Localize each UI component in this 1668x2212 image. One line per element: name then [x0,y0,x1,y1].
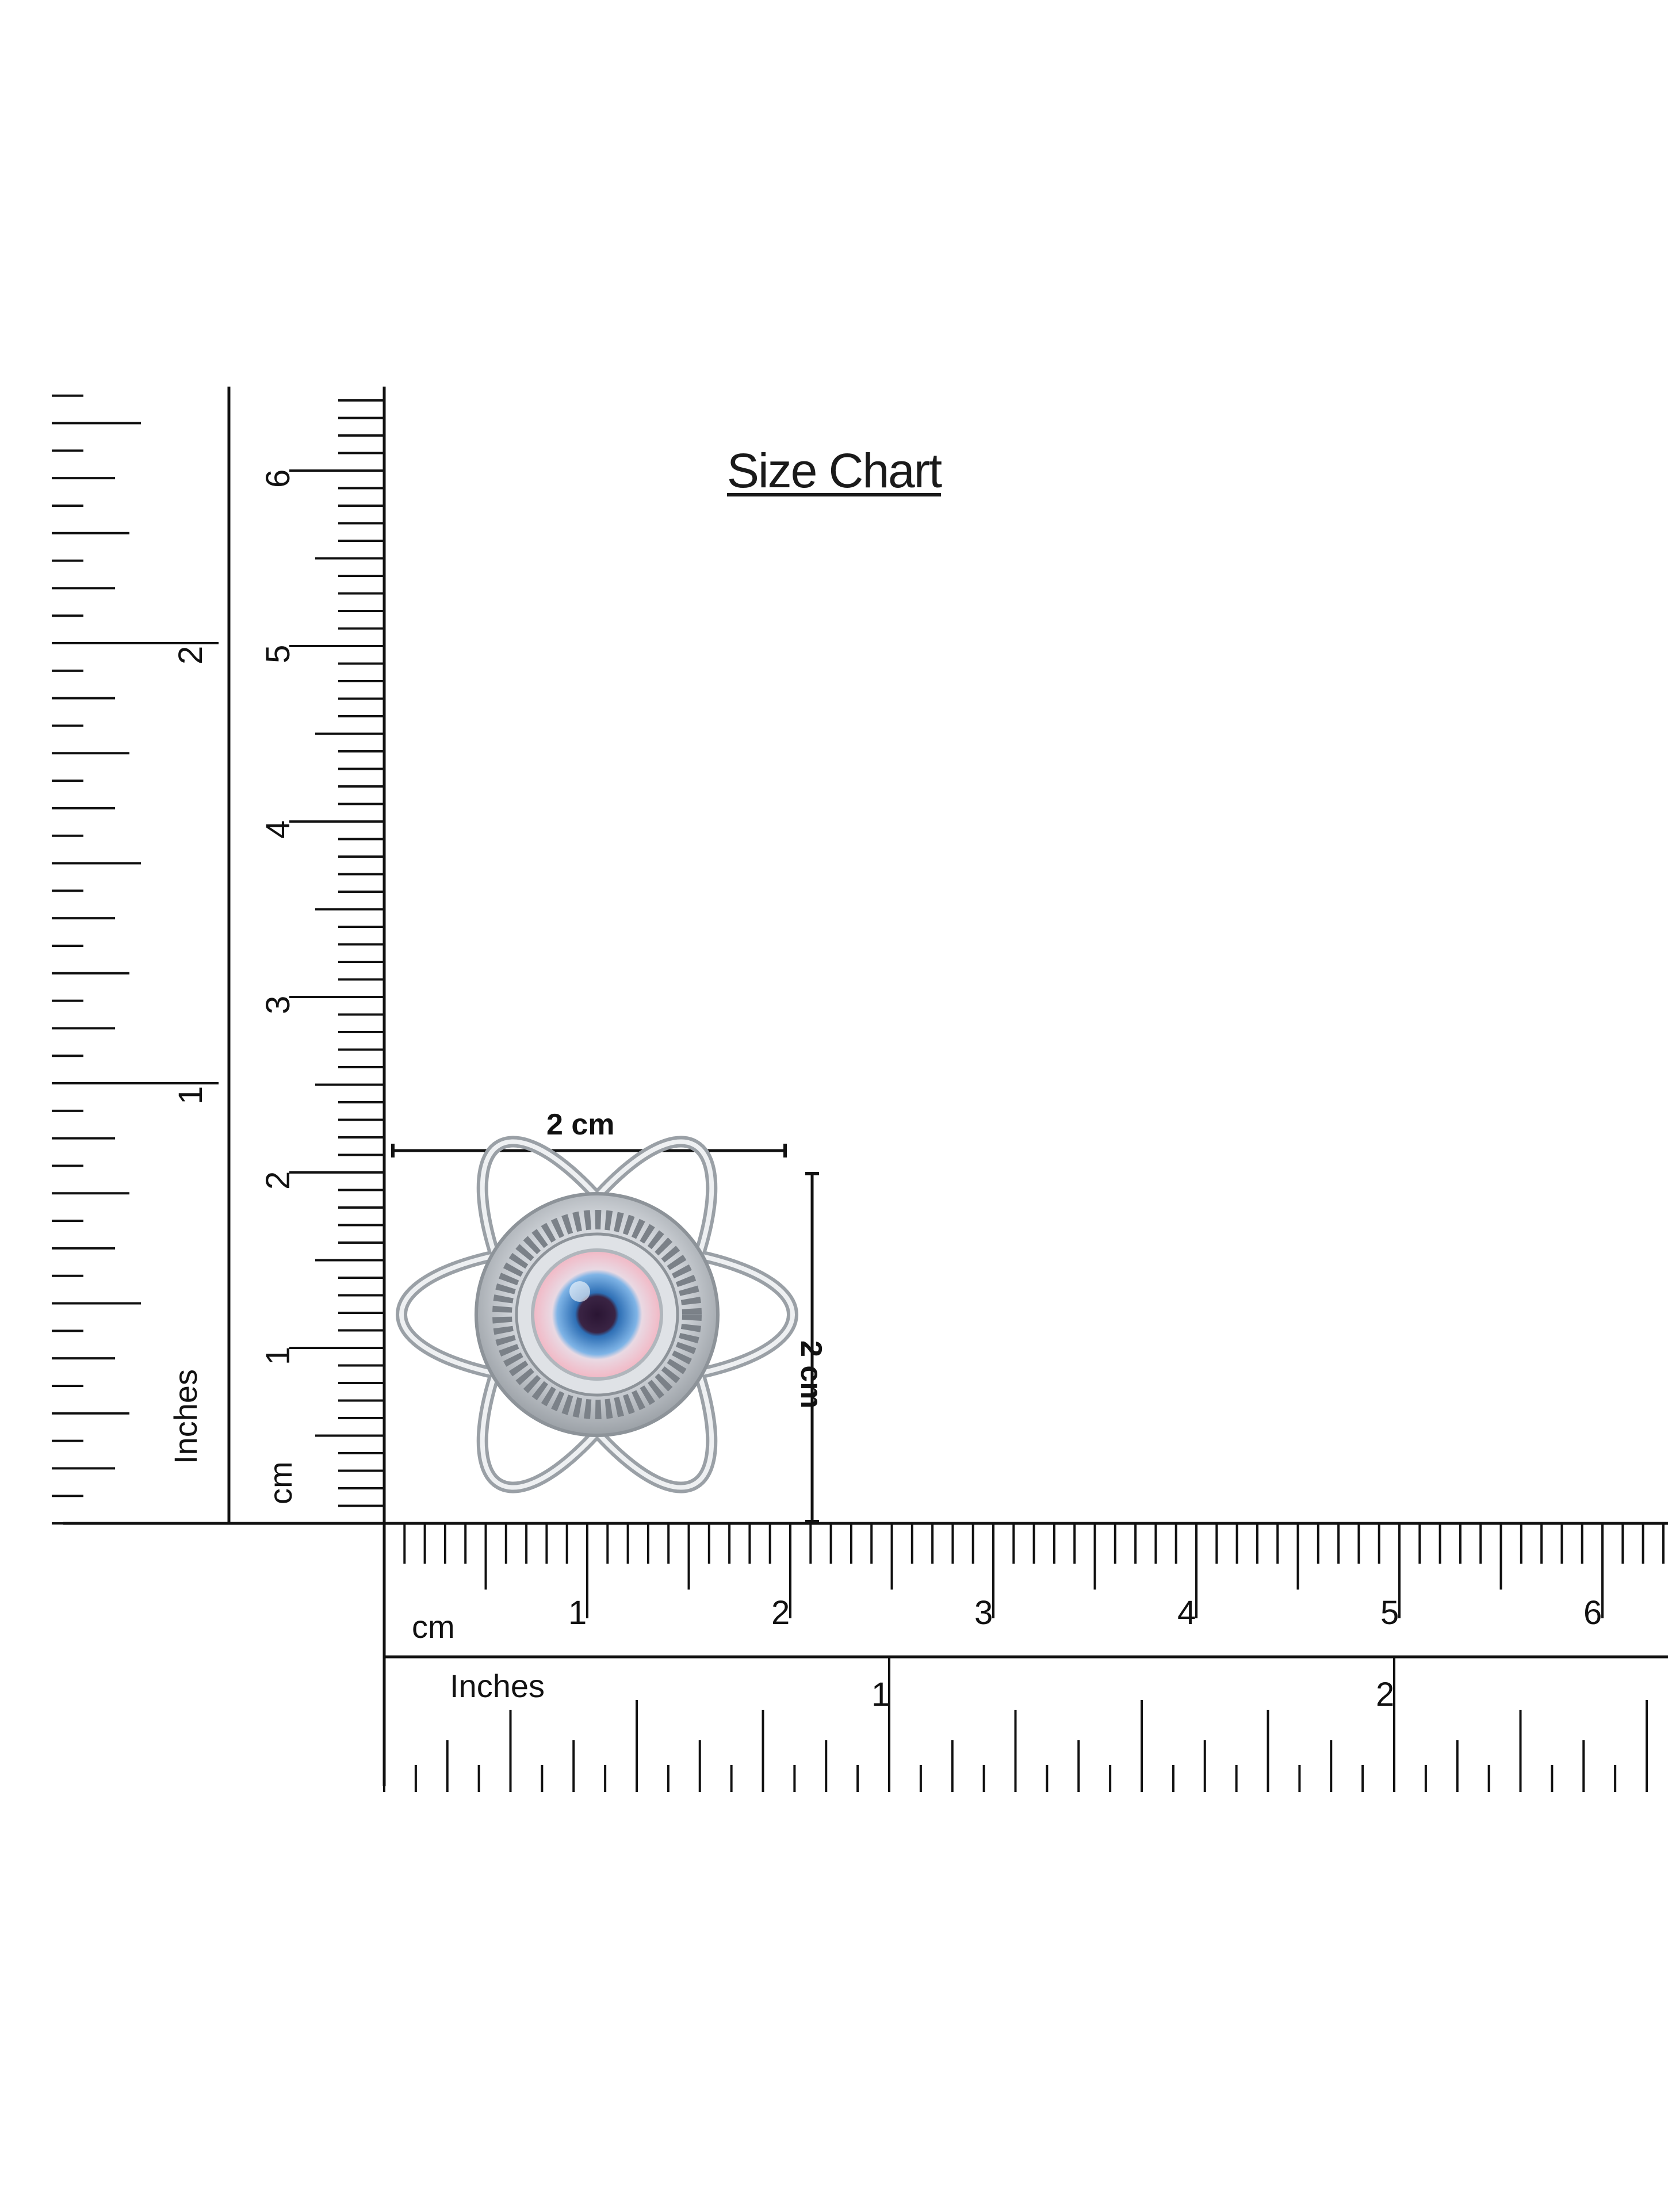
bottom-cm-number: 5 [1380,1594,1399,1632]
left-inch-number: 2 [172,645,209,664]
height-dimension-label: 2 cm [794,1340,828,1409]
bottom-cm-number: 4 [1177,1594,1196,1632]
left-cm-label: cm [262,1461,299,1504]
left-inches-label: Inches [167,1369,204,1464]
left-cm-number: 5 [259,644,297,663]
left-cm-number: 6 [259,469,297,488]
bottom-cm-number: 2 [771,1594,790,1632]
page-title: Size Chart [726,444,942,498]
bottom-cm-number: 6 [1583,1594,1602,1632]
left-cm-number: 3 [259,995,297,1014]
bottom-cm-number: 1 [568,1594,587,1632]
width-dimension-label: 2 cm [546,1108,615,1141]
bottom-inch-number: 1 [871,1676,890,1713]
left-cm-number: 2 [259,1171,297,1190]
bottom-cm-label: cm [412,1609,455,1645]
bottom-cm-number: 3 [974,1594,993,1632]
left-cm-number: 4 [259,820,297,839]
left-inch-number: 1 [172,1086,209,1105]
bottom-inches-label: Inches [450,1668,545,1704]
left-cm-number: 1 [259,1346,297,1365]
bottom-inch-number: 2 [1376,1676,1395,1713]
